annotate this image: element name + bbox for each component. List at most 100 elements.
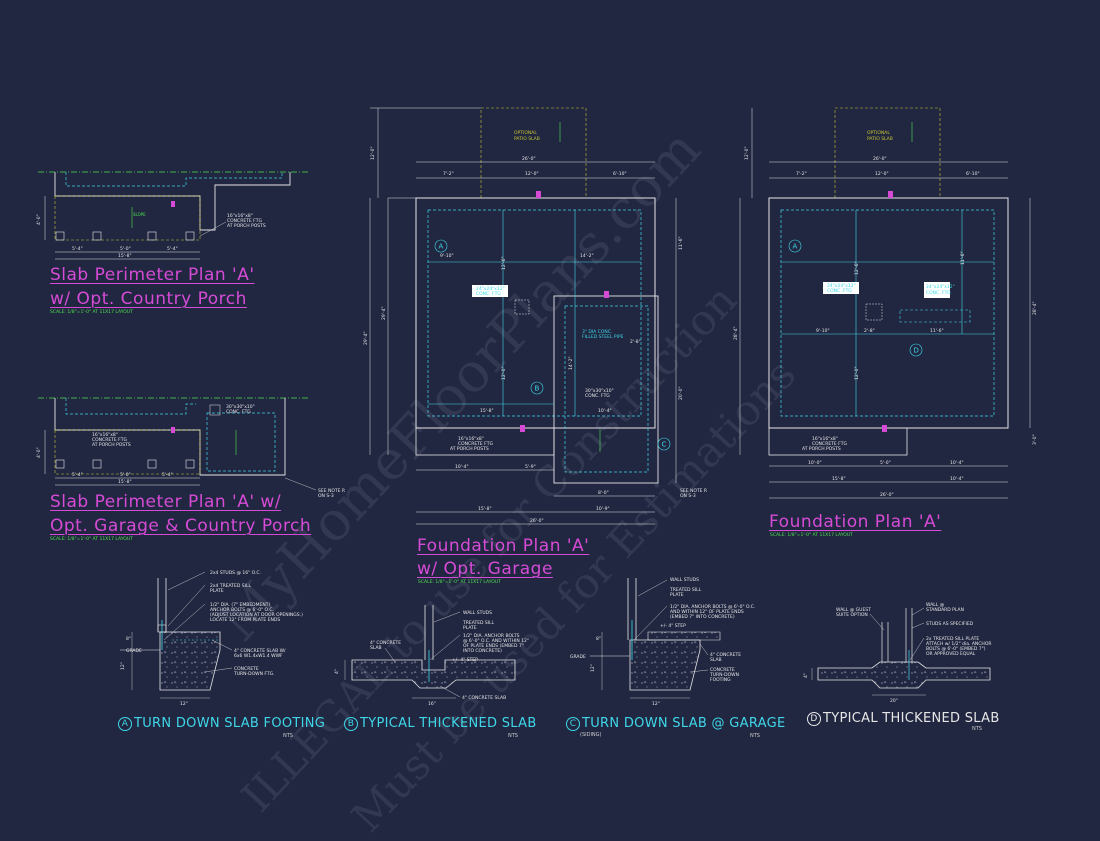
detail-c-td2: TURN-DOWN: [709, 672, 739, 678]
grid-a: A: [439, 243, 444, 251]
plan-title-foundation-a: Foundation Plan 'A': [769, 512, 942, 532]
grade-c: GRADE: [570, 654, 586, 660]
dim-11-6: 11'-6": [678, 236, 684, 250]
dim-12-0-vr: 12'-0": [744, 146, 750, 160]
detail-a-anc1: 1/2" DIA. (7" EMBEDMENT): [210, 602, 270, 608]
dim-28-4-r: 28'-4": [1032, 301, 1038, 315]
grid-a-r: A: [793, 243, 798, 251]
dim-4in: 4": [334, 669, 340, 674]
interior-ftg-r4: CONC. FTG: [926, 290, 951, 296]
plan-title-slab-a-line2: w/ Opt. Country Porch: [50, 289, 247, 309]
detail-a: GRADE 2x4 STUDS @ 16" O.C. 2x4 TREATED S…: [120, 570, 303, 707]
grade-a: GRADE: [126, 648, 142, 654]
detail-d-sill2: ATTACH w/ 1/2" dia. ANCHOR: [926, 641, 992, 647]
detail-a-slab2: 6x6 W1.4xW1.4 WWF: [234, 653, 283, 659]
detail-a-studs: 2x4 STUDS @ 16" O.C.: [210, 570, 261, 576]
porch-ftg-note: 16"x16"x8": [227, 213, 253, 219]
see-note: SEE NOTE R: [318, 488, 345, 494]
dim-12in-c: 12": [590, 664, 596, 672]
detail-b-sill1: TREATED SILL: [462, 620, 495, 626]
see-note-c: SEE NOTE R: [680, 488, 707, 494]
detail-d-wall4: STANDARD PLAN: [926, 607, 964, 613]
dim-26-0-top: 26'-0": [522, 156, 536, 162]
plan-title-slab-a-line1: Slab Perimeter Plan 'A': [50, 265, 255, 285]
dim-7-2: 7'-2": [443, 171, 454, 177]
dim-12-0-r: 12'-0": [875, 171, 889, 177]
detail-d-wall3: WALL @: [926, 602, 945, 608]
plan-title-slab-garage-line1: Slab Perimeter Plan 'A' w/: [50, 492, 282, 512]
dim-5-0-r: 5'-0": [880, 460, 891, 466]
detail-a-anc3: (ADJUST LOCATION AT DOOR OPENINGS.): [210, 612, 303, 618]
dim-5-0b: 5'-0": [120, 472, 131, 478]
detail-b-slab3: 4" CONCRETE SLAB: [462, 695, 506, 701]
detail-c-slab2: SLAB: [710, 657, 722, 663]
detail-b-studs: WALL STUDS: [463, 610, 492, 616]
porch-ftg-r3: AT PORCH POSTS: [802, 446, 841, 452]
interior-ftg-r: 24"x24"x12": [827, 283, 856, 289]
porch-ftg-r2: CONCRETE FTG: [812, 441, 847, 447]
detail-d-nts: NTS: [972, 726, 982, 732]
detail-b-anc1: 1/2" DIA. ANCHOR BOLTS: [463, 633, 520, 639]
slab-perimeter-plan-garage: 30"x30"x10" CONC. FTG 16"x16"x8" CONCRET…: [36, 397, 345, 499]
dim-15-8-r: 15'-8": [832, 476, 846, 482]
dim-4in-d: 4": [803, 673, 809, 678]
detail-c-sill1: TREATED SILL: [669, 587, 702, 593]
dim-11-6-v: 11'-6": [960, 251, 966, 265]
detail-c-nts: NTS: [750, 733, 760, 739]
detail-c: GRADE WALL STUDS TREATED SILL PLATE 1/2"…: [570, 577, 755, 707]
detail-c-step: +/- 4" STEP: [660, 623, 686, 629]
dim-20-0: 20'-0": [678, 386, 684, 400]
porch-ftg-note-b3: AT PORCH POSTS: [92, 442, 131, 448]
dim-10-0: 10'-0": [808, 460, 822, 466]
porch-ftg-note-3: AT PORCH POSTS: [227, 223, 266, 229]
porch-ftg-r: 16"x16"x8": [812, 436, 838, 442]
dim-15-8: 15'-8": [118, 253, 132, 259]
detail-c-studs: WALL STUDS: [670, 577, 699, 583]
dim-14-2: 14'-2": [580, 253, 594, 259]
detail-d-wall2: SUITE OPTION: [836, 612, 868, 618]
dim-12-0-v: 12'-0": [370, 146, 376, 160]
detail-c-siding: (SIDING): [580, 732, 602, 738]
detail-c-sill2: PLATE: [670, 592, 684, 598]
dim-10-4-c: 10'-4": [455, 464, 469, 470]
grid-c: C: [662, 441, 667, 449]
porch-ftg-c: 16"x16"x8": [458, 436, 484, 442]
interior-ftg-label-2: CONC. FTG: [476, 291, 501, 297]
detail-b: WALL STUDS TREATED SILL PLATE 1/2" DIA. …: [334, 605, 529, 707]
porch-ftg-note-b2: CONCRETE FTG: [92, 437, 127, 443]
detail-d-sill4: OR APPROVED EQUAL: [926, 651, 976, 657]
dim-9-10-r: 9'-10": [816, 328, 830, 334]
garage-ftg-c: 30"x30"x10": [585, 388, 614, 394]
dim-7-2-r: 7'-2": [796, 171, 807, 177]
plan-title-foundation-garage-line2: w/ Opt. Garage: [417, 559, 553, 579]
dim-10-4-r2: 10'-4": [950, 476, 964, 482]
dim-12in-b: 12": [180, 701, 188, 707]
detail-c-slab1: 4" CONCRETE: [710, 652, 741, 658]
porch-ftg-c2: CONCRETE FTG: [458, 441, 493, 447]
dim-10-9: 10'-9": [596, 506, 610, 512]
detail-c-anc3: (EMBED 7" INTO CONCRETE): [670, 614, 735, 620]
detail-b-anc2: @ 6'-0" O.C. AND WITHIN 12": [463, 638, 529, 644]
detail-c-marker: C: [566, 717, 580, 731]
detail-c-anc1: 1/2" DIA. ANCHOR BOLTS @ 6'-0" O.C.: [670, 604, 755, 610]
plan-scale-slab-a: SCALE: 1/8"=1'-0" AT 11X17 LAYOUT: [50, 310, 133, 315]
dim-6-10: 6'-10": [613, 171, 627, 177]
detail-a-sill: 2x4 TREATED SILL: [210, 583, 251, 589]
dim-8in: 8": [126, 636, 131, 642]
pipe-label: 3" DIA CONC.: [582, 329, 612, 335]
detail-a-anc2: ANCHOR BOLTS @ 6'-0" O.C.: [210, 607, 274, 613]
detail-b-sill2: PLATE: [463, 625, 477, 631]
dim-5-4b: 5'-4": [167, 246, 178, 252]
patio-label: OPTIONAL: [514, 130, 537, 136]
dim-29-4: 29'-4": [381, 306, 387, 320]
detail-b-slab2: SLAB: [370, 645, 382, 651]
plan-scale-foundation-garage: SCALE: 1/8"=1'-0" AT 11X17 LAYOUT: [418, 580, 501, 585]
see-note-c2: ON S-3: [680, 493, 696, 499]
slope-label: SLOPE: [133, 212, 146, 217]
dim-15-8-d: 15'-8": [478, 506, 492, 512]
detail-b-anc3: OF PLATE ENDS (EMBED 7": [463, 643, 524, 649]
pipe-label-2: FILLED STEEL PIPE: [582, 334, 624, 340]
detail-d-marker: D: [807, 712, 821, 726]
